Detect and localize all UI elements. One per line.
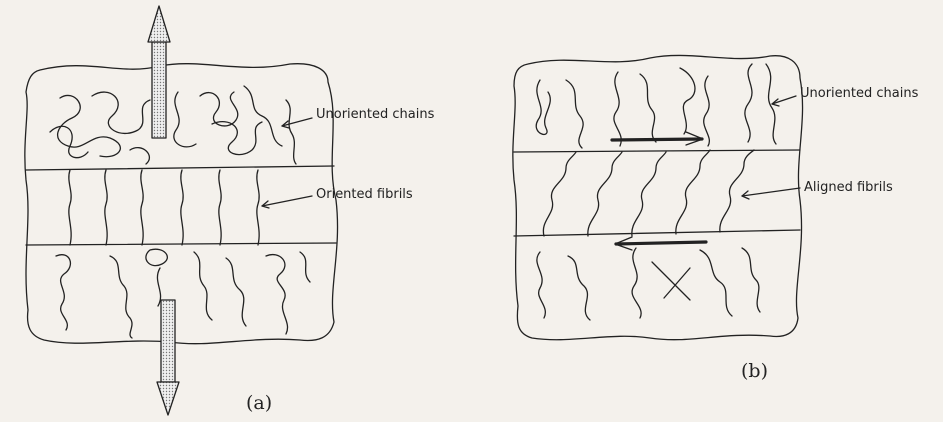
panel-a-chain <box>200 92 238 126</box>
panel-a-chain <box>56 255 70 330</box>
panel-b <box>513 55 803 339</box>
panel-a-fibril <box>69 170 71 245</box>
panel-a-fibril <box>181 170 183 245</box>
panel-b-chain <box>632 248 641 318</box>
label-aligned-fibrils: Aligned fibrils <box>804 180 893 195</box>
panel-a <box>25 64 338 344</box>
panel-b-chain <box>536 80 550 134</box>
panel-a-fibril <box>105 170 107 245</box>
panel-a-chain <box>286 100 296 164</box>
shear-arrow-left <box>616 242 706 244</box>
panel-b-fibril <box>543 152 576 236</box>
panel-a-chain <box>266 255 288 334</box>
panel-a-chain <box>92 92 150 133</box>
panel-b-fibril <box>588 152 622 236</box>
panel-a-chain <box>300 252 310 282</box>
panel-b-outline <box>513 55 803 339</box>
label-oriented-fibrils: Oriented fibrils <box>316 187 413 202</box>
panel-a-oriented-pointer <box>262 196 312 206</box>
tension-arrow-down <box>157 300 179 415</box>
panel-b-unoriented-pointer <box>772 96 796 104</box>
panel-a-fibril <box>219 170 221 245</box>
panel-b-chain <box>652 262 690 300</box>
panel-b-chain <box>566 80 583 148</box>
panel-a-chain <box>244 86 282 146</box>
panel-b-divider-bottom <box>514 230 800 236</box>
panel-a-chain <box>194 252 212 320</box>
panel-b-chain <box>742 248 760 312</box>
panel-a-chain <box>58 95 121 156</box>
panel-a-divider-bottom <box>26 243 336 245</box>
panel-b-chain <box>537 252 545 318</box>
panel-b-chain <box>700 250 732 316</box>
panel-b-chain <box>704 76 710 146</box>
panel-a-chain <box>50 126 88 157</box>
caption-b: (b) <box>741 360 768 382</box>
panel-a-chain <box>174 92 196 147</box>
panel-a-divider-top <box>26 166 334 170</box>
panel-a-chain <box>146 249 167 306</box>
panel-b-aligned-pointer <box>742 188 800 196</box>
panel-b-chain <box>680 68 695 134</box>
panel-b-chain <box>745 64 776 144</box>
panel-b-chain <box>614 72 621 146</box>
panel-b-fibril <box>720 150 754 232</box>
panel-a-outline <box>25 64 338 344</box>
tension-arrow-up <box>148 6 170 138</box>
panel-a-chain <box>110 256 132 338</box>
label-unoriented-chains-b: Unoriented chains <box>800 86 918 101</box>
panel-b-chain <box>568 256 590 320</box>
panel-a-chain <box>130 148 149 164</box>
panel-b-fibril <box>632 152 666 236</box>
panel-a-chain <box>226 258 246 326</box>
caption-a: (a) <box>246 392 272 414</box>
label-unoriented-chains-a: Unoriented chains <box>316 107 434 122</box>
panel-b-divider-top <box>514 150 800 152</box>
shear-arrow-right <box>612 139 702 140</box>
panel-b-fibril <box>676 150 710 234</box>
panel-b-chain <box>640 74 656 142</box>
panel-a-fibril <box>141 170 143 245</box>
panel-a-fibril <box>257 170 259 245</box>
panel-a-chain <box>212 122 262 155</box>
